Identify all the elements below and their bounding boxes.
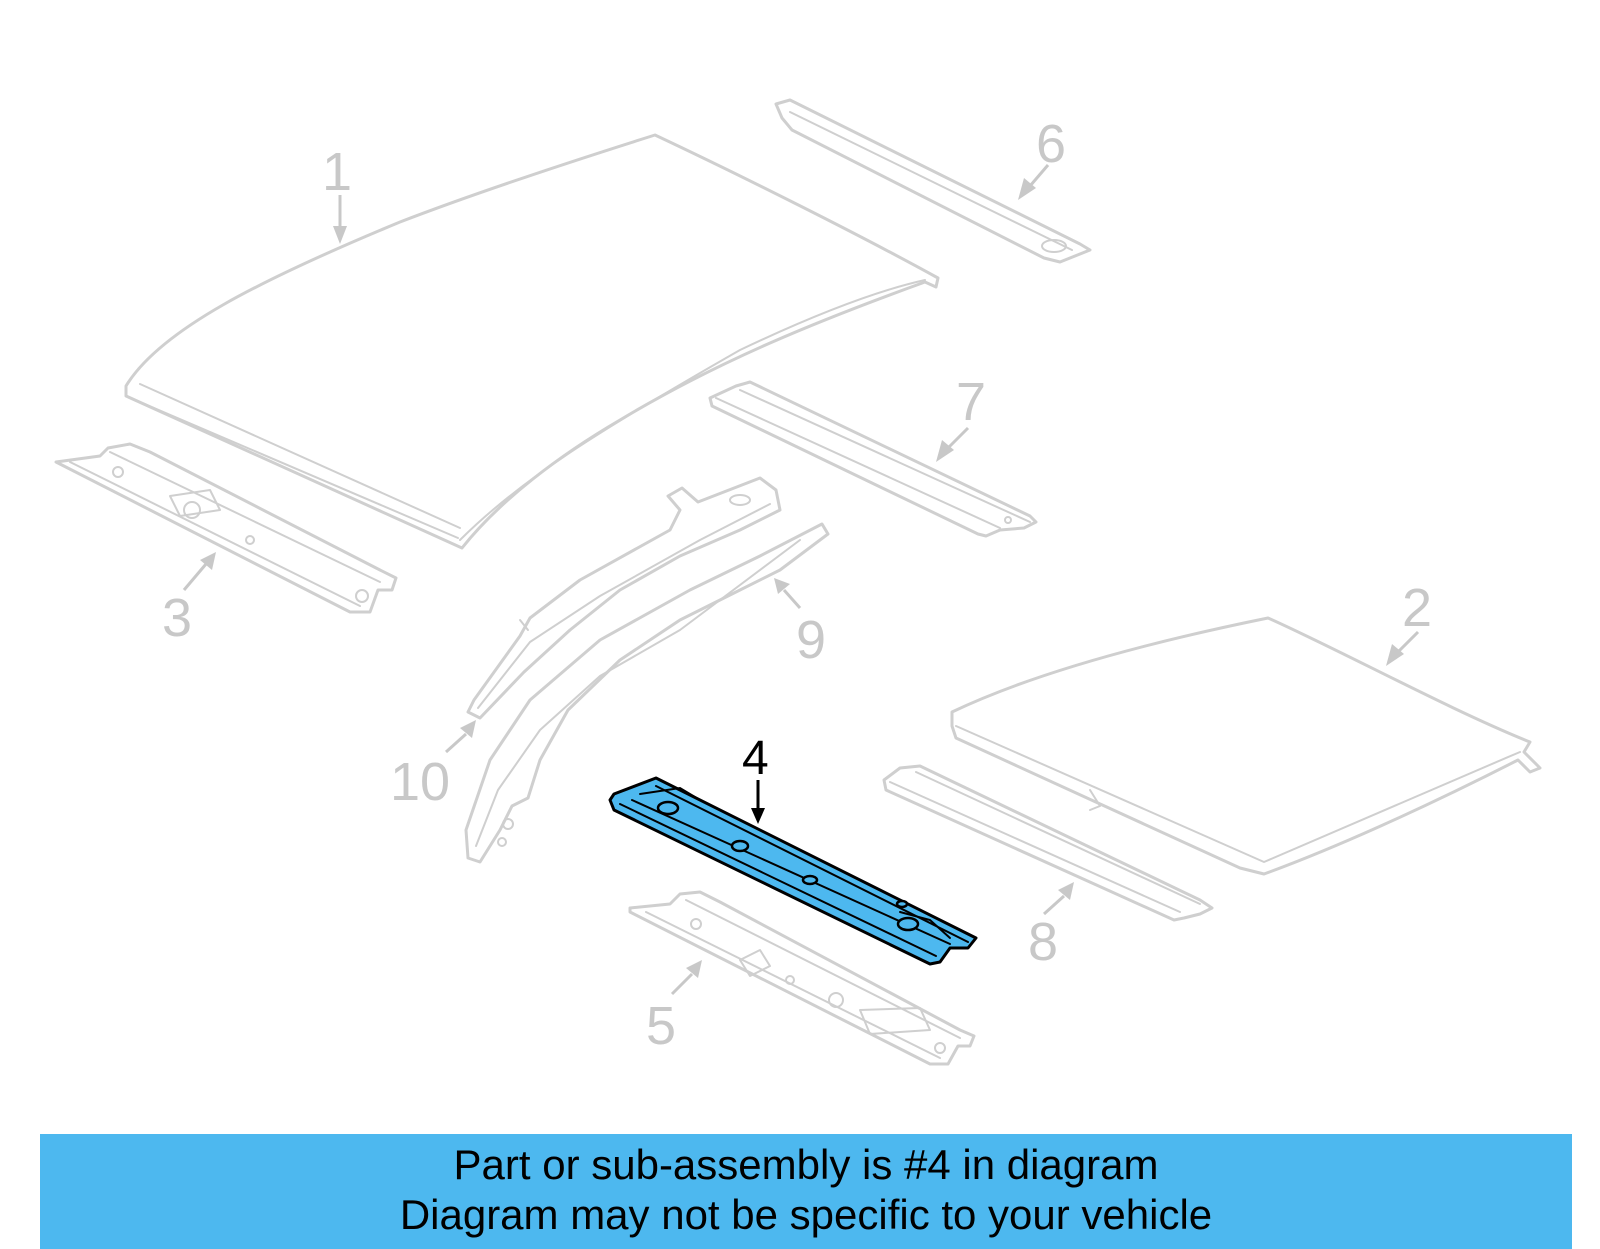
callout-3: 3 xyxy=(162,588,192,648)
part-10-pillar-outer xyxy=(466,476,782,720)
part-1-roof-panel xyxy=(124,133,940,550)
part-7-roof-rail xyxy=(708,380,1038,538)
part-8-roof-bow xyxy=(882,764,1214,922)
part-4-highlighted-roof-bow xyxy=(608,776,978,966)
callout-2: 2 xyxy=(1402,578,1432,638)
banner-line-1: Part or sub-assembly is #4 in diagram xyxy=(453,1141,1159,1188)
callout-4: 4 xyxy=(742,732,769,785)
part-6-roof-rail xyxy=(774,98,1092,264)
callout-10: 10 xyxy=(390,752,450,812)
callout-6: 6 xyxy=(1036,114,1066,174)
callout-7: 7 xyxy=(956,372,986,432)
callout-5: 5 xyxy=(646,996,676,1056)
info-banner: Part or sub-assembly is #4 in diagram Di… xyxy=(40,1134,1572,1249)
part-5-rear-header xyxy=(628,890,976,1066)
callout-8: 8 xyxy=(1028,912,1058,972)
part-3-front-header xyxy=(54,442,398,614)
callout-9: 9 xyxy=(796,610,826,670)
part-9-pillar-inner xyxy=(464,522,830,864)
part-2-rear-roof-panel xyxy=(950,616,1542,876)
leader-lines xyxy=(182,164,1420,996)
callout-1: 1 xyxy=(322,142,352,202)
banner-line-2: Diagram may not be specific to your vehi… xyxy=(399,1191,1213,1238)
